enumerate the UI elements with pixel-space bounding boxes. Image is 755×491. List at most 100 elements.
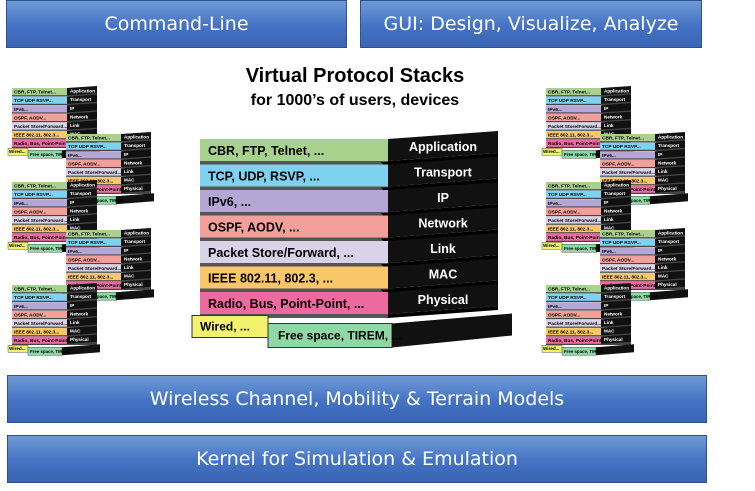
mini-wireless-box xyxy=(561,149,597,159)
mini-layer-name-box xyxy=(121,166,151,176)
mini-layer-name-label: Network xyxy=(70,311,89,316)
mini-layer-name-label: Transport xyxy=(70,97,92,102)
mini-layer-name-box xyxy=(655,228,685,238)
mini-layer-label: IEEE 802.11, 802.3... xyxy=(548,227,593,233)
mini-layer-box xyxy=(546,285,601,293)
mini-layer-name-box xyxy=(601,111,631,121)
mini-layer-depth xyxy=(600,143,685,151)
mini-wired-label: Wired... xyxy=(543,243,560,248)
mini-layer-name-box xyxy=(67,308,97,318)
mini-layer-box xyxy=(66,230,121,238)
layer-depth xyxy=(388,280,498,293)
mini-layer-depth xyxy=(546,200,631,208)
mini-layer-depth xyxy=(66,282,151,290)
mini-layer-depth xyxy=(12,234,97,242)
mini-layer-box xyxy=(12,336,67,344)
down-arrow-icon xyxy=(381,162,391,168)
layer-protocols-label: IEEE 802.11, 802.3, ... xyxy=(208,272,333,286)
mini-layer-depth xyxy=(12,337,97,345)
mini-layer-box xyxy=(66,168,121,176)
mini-layer-depth xyxy=(600,231,685,239)
mini-layer-box xyxy=(12,96,67,104)
mini-layer-name-box xyxy=(67,214,97,224)
mini-layer-name-box xyxy=(67,188,97,198)
mini-layer-name-box xyxy=(67,300,97,310)
mini-wireless-depth xyxy=(596,344,634,356)
mini-wired-label: Wired... xyxy=(9,346,26,351)
mini-layer-name-label: Network xyxy=(658,160,677,165)
mini-layer-name-label: Physical xyxy=(70,337,89,342)
mini-layer-depth xyxy=(546,97,631,105)
mini-layer-name-box xyxy=(655,175,685,185)
mini-layer-label: IEEE 802.11, 802.3... xyxy=(602,275,647,281)
mini-layer-name-box xyxy=(601,334,631,344)
mini-layer-depth xyxy=(66,248,151,256)
mini-layer-depth xyxy=(600,239,685,247)
mini-layer-label: CBR, FTP, Telnet... xyxy=(14,184,56,190)
mini-layer-label: IEEE 802.11, 802.3... xyxy=(68,179,113,185)
layer-protocols-label: IPv6, ... xyxy=(208,195,251,209)
layer-protocols-label: OSPF, AODV, ... xyxy=(208,221,299,235)
mini-layer-box xyxy=(12,139,67,147)
wireless-channel-bar: Wireless Channel, Mobility & Terrain Mod… xyxy=(7,375,707,423)
mini-layer-name-box xyxy=(601,214,631,224)
mini-layer-name-box xyxy=(601,129,631,139)
layer-base xyxy=(200,215,388,242)
mini-wireless-depth xyxy=(62,147,100,159)
mini-layer-box xyxy=(600,142,655,150)
mini-layer-depth xyxy=(66,265,151,273)
mini-wireless-depth xyxy=(596,147,634,159)
mini-layer-label: Packet Store/Forward... xyxy=(14,321,67,327)
mini-layer-name-box xyxy=(67,137,97,147)
mini-layer-name-box xyxy=(655,245,685,255)
mini-layer-depth xyxy=(66,143,151,151)
mini-layer-depth xyxy=(600,265,685,273)
mini-layer-label: CBR, FTP, Telnet... xyxy=(14,90,56,96)
mini-layer-name-label: Link xyxy=(604,217,614,222)
mini-wireless-depth xyxy=(596,241,634,253)
mini-layer-box xyxy=(546,88,601,96)
mini-layer-name-label: Network xyxy=(70,208,89,213)
mini-layer-name-label: IP xyxy=(124,152,128,157)
mini-layer-name-box xyxy=(655,253,685,263)
mini-layer-depth xyxy=(546,89,631,97)
mini-layer-label: Packet Store/Forward... xyxy=(68,170,121,176)
mini-layer-box xyxy=(546,225,601,233)
mini-layer-name-label: IP xyxy=(70,303,74,308)
mini-layer-name-label: Application xyxy=(124,135,149,140)
mini-layer-label: Radio, Bus, Point-Point... xyxy=(548,338,605,344)
mini-layer-name-box xyxy=(67,334,97,344)
layer-physical: Radio, Bus, Point-Point, ...Physical xyxy=(200,284,498,318)
mini-layer-label: IEEE 802.11, 802.3... xyxy=(68,275,113,281)
mini-layer-depth xyxy=(546,217,631,225)
layer-name-label: Transport xyxy=(414,166,472,180)
mini-layer-box xyxy=(66,238,121,246)
mini-layer-box xyxy=(12,182,67,190)
mini-layer-label: IPv6... xyxy=(14,201,28,207)
mini-layer-depth xyxy=(546,303,631,311)
mini-layer-depth xyxy=(546,294,631,302)
layer-protocol-box xyxy=(200,266,388,289)
mini-layer-box xyxy=(600,177,655,185)
layer-base xyxy=(200,241,388,267)
mini-layer-depth xyxy=(66,186,151,194)
mini-wired-label: Wired... xyxy=(543,149,560,154)
mini-layer-box xyxy=(546,216,601,224)
mini-wireless-label: Free space, TIREM... xyxy=(618,198,661,203)
mini-layer-name-label: Application xyxy=(604,286,629,291)
mini-layer-label: IEEE 802.11, 802.3... xyxy=(14,330,59,336)
mini-wired-box xyxy=(541,241,563,250)
mini-layer-box xyxy=(600,281,655,289)
layer-protocols-label: Packet Store/Forward, ... xyxy=(208,246,354,260)
mini-layer-name-box xyxy=(67,103,97,113)
layer-protocol-box xyxy=(200,241,388,263)
mini-layer-name-label: Application xyxy=(70,286,95,291)
mini-wired-label: Wired... xyxy=(543,346,560,351)
layer-protocol-box xyxy=(200,190,388,212)
mini-layer-label: OSPF, AODV... xyxy=(548,312,580,318)
mini-layer-name-label: Physical xyxy=(70,140,89,145)
mini-wired-label: Wired... xyxy=(9,149,26,154)
layer-protocol-box xyxy=(200,164,388,187)
